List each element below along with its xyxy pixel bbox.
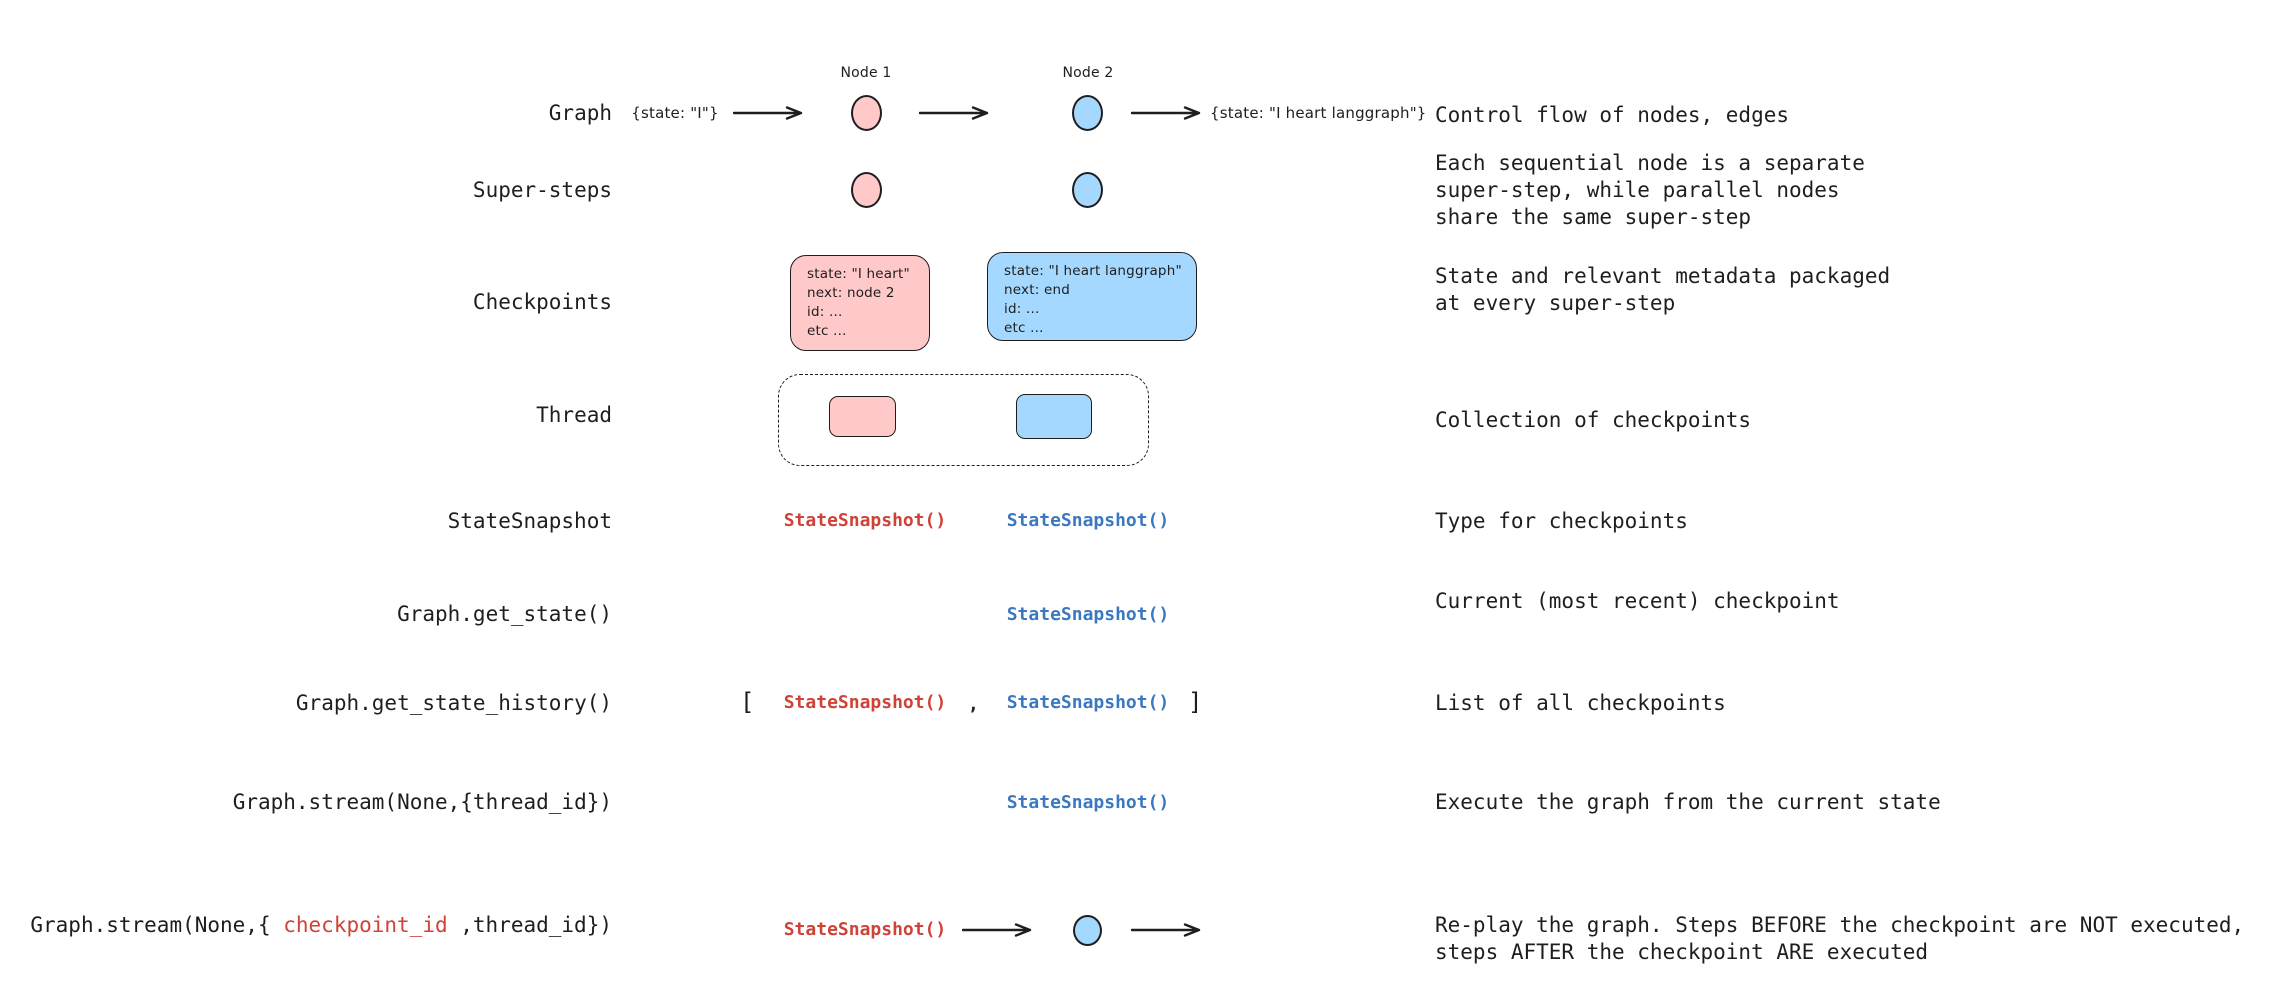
desc-super-steps: Each sequential node is a separate super…: [1435, 151, 1865, 229]
label-pre: Graph.stream(None,{: [30, 913, 284, 937]
state-snapshot-code-blue: StateSnapshot(): [1006, 510, 1170, 531]
comma-separator: ,: [968, 694, 979, 715]
row-label-graph: Graph: [548, 101, 612, 125]
desc-get-state-history: List of all checkpoints: [1435, 691, 1726, 715]
row-label-stream-thread: Graph.stream(None,{thread_id}): [232, 790, 612, 814]
desc-stream-thread: Execute the graph from the current state: [1435, 790, 1941, 814]
desc-checkpoints: State and relevant metadata packaged at …: [1435, 264, 1891, 315]
arrow-right-icon: [962, 923, 1032, 937]
replay-node-circle: [1073, 915, 1102, 946]
checkpoint-card-blue: state: "I heart langgraph" next: end id:…: [987, 252, 1197, 341]
row-label-state-snapshot: StateSnapshot: [447, 509, 612, 533]
state-snapshot-code-blue: StateSnapshot(): [1006, 792, 1170, 813]
thread-dashed-box: [778, 374, 1149, 466]
state-snapshot-code-red: StateSnapshot(): [783, 692, 947, 713]
row-label-super-steps: Super-steps: [472, 178, 612, 202]
bracket-close: ]: [1188, 688, 1203, 716]
node-2-circle: [1072, 95, 1103, 131]
label-checkpoint-id: checkpoint_id: [283, 913, 448, 937]
thread-checkpoint-pink: [829, 396, 896, 437]
node-1-circle: [851, 95, 882, 131]
desc-graph: Control flow of nodes, edges: [1435, 103, 1790, 127]
state-snapshot-code-red: StateSnapshot(): [783, 919, 947, 940]
checkpoint-card-pink: state: "I heart" next: node 2 id: ... et…: [790, 255, 930, 351]
arrow-right-icon: [1131, 106, 1201, 120]
node-2-label: Node 2: [1062, 65, 1114, 81]
super-step-circle-pink: [851, 172, 882, 208]
desc-stream-checkpoint: Re-play the graph. Steps BEFORE the chec…: [1435, 913, 2245, 964]
arrow-right-icon: [1131, 923, 1201, 937]
bracket-open: [: [740, 688, 755, 716]
arrow-right-icon: [733, 106, 803, 120]
row-label-stream-checkpoint: Graph.stream(None,{ checkpoint_id ,threa…: [0, 913, 612, 937]
row-label-thread: Thread: [536, 403, 612, 427]
state-in-text: {state: "I"}: [631, 104, 719, 122]
desc-thread: Collection of checkpoints: [1435, 408, 1752, 432]
row-label-get-state-history: Graph.get_state_history(): [295, 691, 612, 715]
state-snapshot-code-red: StateSnapshot(): [783, 510, 947, 531]
thread-checkpoint-blue: [1016, 394, 1092, 439]
node-1-label: Node 1: [840, 65, 892, 81]
state-out-text: {state: "I heart langgraph"}: [1210, 104, 1427, 122]
desc-get-state: Current (most recent) checkpoint: [1435, 589, 1840, 613]
arrow-right-icon: [919, 106, 989, 120]
row-label-checkpoints: Checkpoints: [472, 290, 612, 314]
label-post: ,thread_id}): [447, 913, 612, 937]
desc-state-snapshot: Type for checkpoints: [1435, 509, 1688, 533]
super-step-circle-blue: [1072, 172, 1103, 208]
row-label-get-state: Graph.get_state(): [397, 602, 612, 626]
state-snapshot-code-blue: StateSnapshot(): [1006, 692, 1170, 713]
state-snapshot-code-blue: StateSnapshot(): [1006, 604, 1170, 625]
